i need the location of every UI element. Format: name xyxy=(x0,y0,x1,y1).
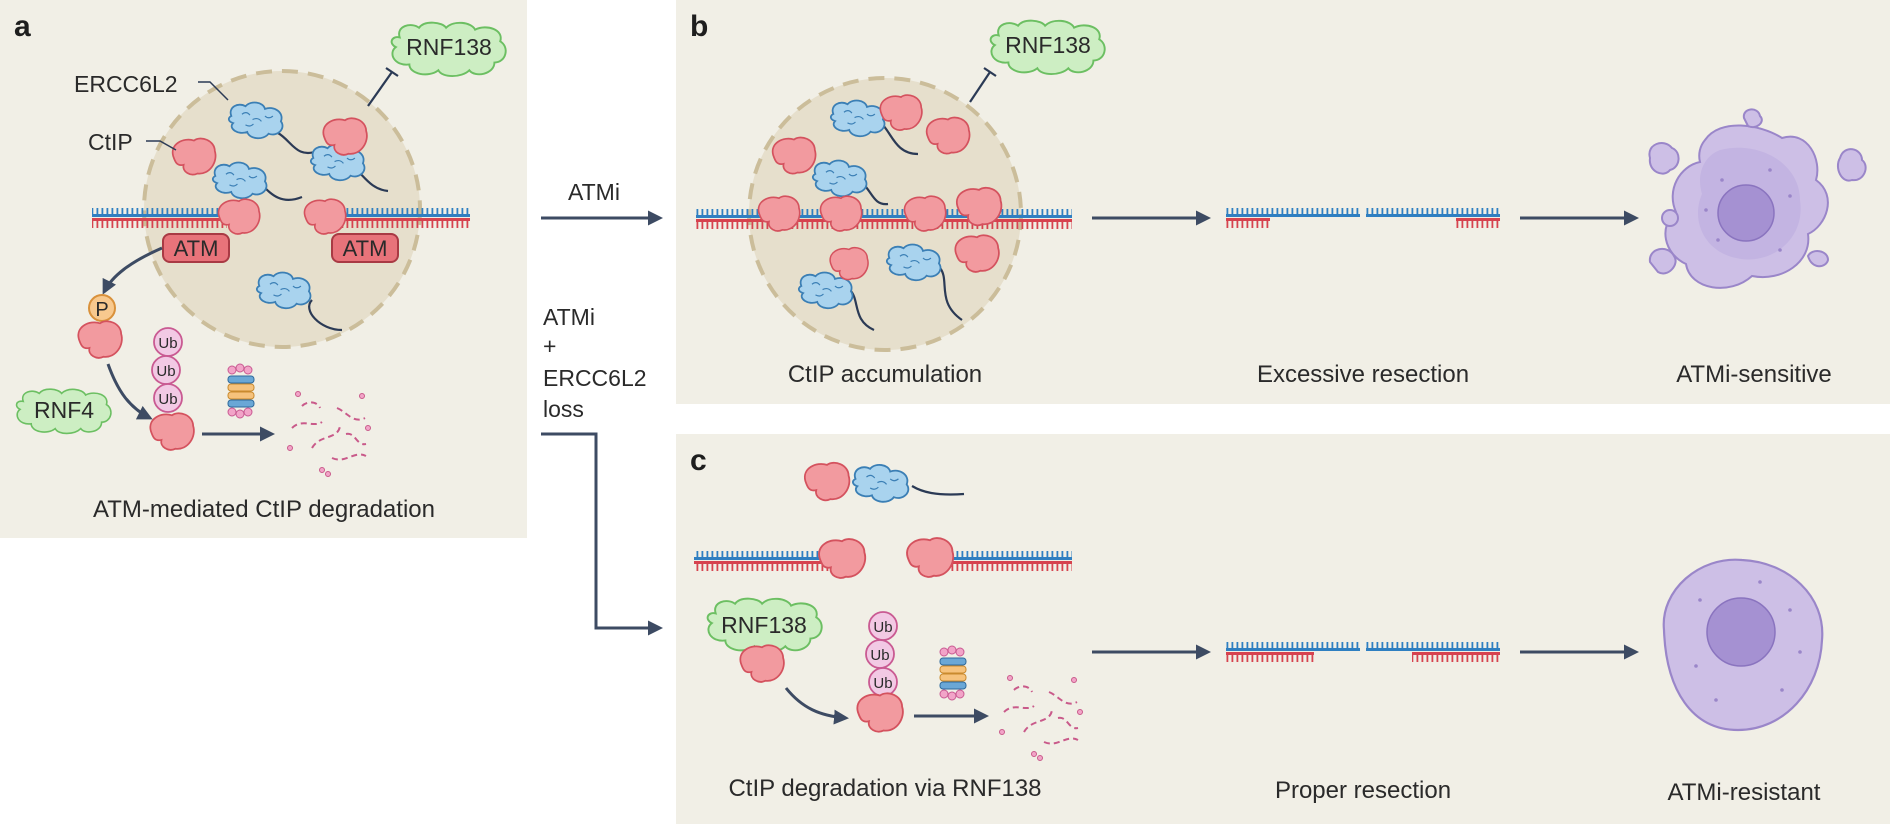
atm-kinase-left: ATM xyxy=(162,233,230,263)
ercc6l2-label: ERCC6L2 xyxy=(74,71,178,97)
phosphate-label: P xyxy=(95,299,108,321)
ercc6l2-protein xyxy=(829,99,886,138)
connectors: ATMi ATMi + ERCC6L2 loss xyxy=(541,179,663,636)
ercc6l2-protein xyxy=(255,271,312,310)
apoptotic-cell-icon xyxy=(1648,108,1867,289)
connector-bottom-label-line: + xyxy=(543,333,556,359)
rnf138-inhibition-line xyxy=(367,71,393,107)
ub-label: Ub xyxy=(870,647,889,664)
rnf138-label-c: RNF138 xyxy=(721,612,807,638)
ub-label: Ub xyxy=(158,335,177,352)
rnf138-label-b: RNF138 xyxy=(1005,32,1091,58)
panel-b-caption-outcome: ATMi-sensitive xyxy=(1676,361,1832,388)
ercc6l2-tail xyxy=(911,485,965,496)
ub-label: Ub xyxy=(156,363,175,380)
ercc6l2-protein xyxy=(852,463,910,503)
panel-c-caption-outcome: ATMi-resistant xyxy=(1668,779,1821,806)
panel-a-letter: a xyxy=(14,10,31,43)
connector-bottom-label-line: ERCC6L2 xyxy=(543,365,647,391)
panel-b-caption-resection: Excessive resection xyxy=(1257,361,1469,388)
dna-duplex-c xyxy=(694,551,1072,571)
healthy-cell-icon xyxy=(1662,558,1824,732)
excessive-resection-dna xyxy=(1226,208,1500,228)
ercc6l2-protein xyxy=(885,243,942,282)
panel-c: c RNF138 Ub Ub Ub xyxy=(676,434,1890,824)
proper-resection-dna xyxy=(1226,642,1500,662)
rnf138-label-a: RNF138 xyxy=(406,34,492,60)
ctip-label: CtIP xyxy=(88,129,133,155)
rnf4-label: RNF4 xyxy=(34,397,94,423)
atm-left-label: ATM xyxy=(174,236,219,261)
panel-b: b RNF138 xyxy=(676,0,1890,404)
panel-c-caption-resection: Proper resection xyxy=(1275,777,1451,804)
panel-c-caption-degradation: CtIP degradation via RNF138 xyxy=(728,775,1041,802)
connector-top-label: ATMi xyxy=(568,179,620,205)
ub-label: Ub xyxy=(158,391,177,408)
ercc6l2-leader xyxy=(198,81,229,101)
ub-label: Ub xyxy=(873,675,892,692)
ctip-leader xyxy=(146,140,177,151)
rnf138-inhibition-line xyxy=(969,71,991,103)
connector-bottom-arrow xyxy=(541,432,663,636)
connector-bottom-label-line: loss xyxy=(543,396,584,422)
ercc6l2-protein xyxy=(811,159,868,198)
panel-c-letter: c xyxy=(690,444,707,477)
inhibition-bar xyxy=(385,67,399,77)
panel-b-caption-accumulation: CtIP accumulation xyxy=(788,361,982,388)
ubiquitin-chain-c: Ub Ub Ub xyxy=(865,611,898,697)
connector-bottom-label-line: ATMi xyxy=(543,304,595,330)
ubiquitin-chain-a: Ub Ub Ub xyxy=(151,327,183,413)
dna-duplex-b xyxy=(696,209,1072,229)
ercc6l2-protein xyxy=(211,161,268,200)
ubiquitination-arrow xyxy=(106,363,153,420)
phosphate-circle xyxy=(88,294,116,322)
panel-a: a xyxy=(0,0,527,538)
atm-kinase-right: ATM xyxy=(331,233,399,263)
phosphorylation-arrow xyxy=(102,246,163,295)
dna-duplex-a xyxy=(92,208,470,228)
proteasome-icon xyxy=(227,363,255,419)
ercc6l2-protein xyxy=(227,101,284,140)
proteasome-icon xyxy=(939,645,967,701)
ubiquitination-arrow-c xyxy=(784,687,849,725)
inhibition-bar xyxy=(983,67,997,77)
panel-b-letter: b xyxy=(690,10,708,43)
panel-a-caption: ATM-mediated CtIP degradation xyxy=(93,496,435,523)
ub-label: Ub xyxy=(873,619,892,636)
atm-right-label: ATM xyxy=(343,236,388,261)
